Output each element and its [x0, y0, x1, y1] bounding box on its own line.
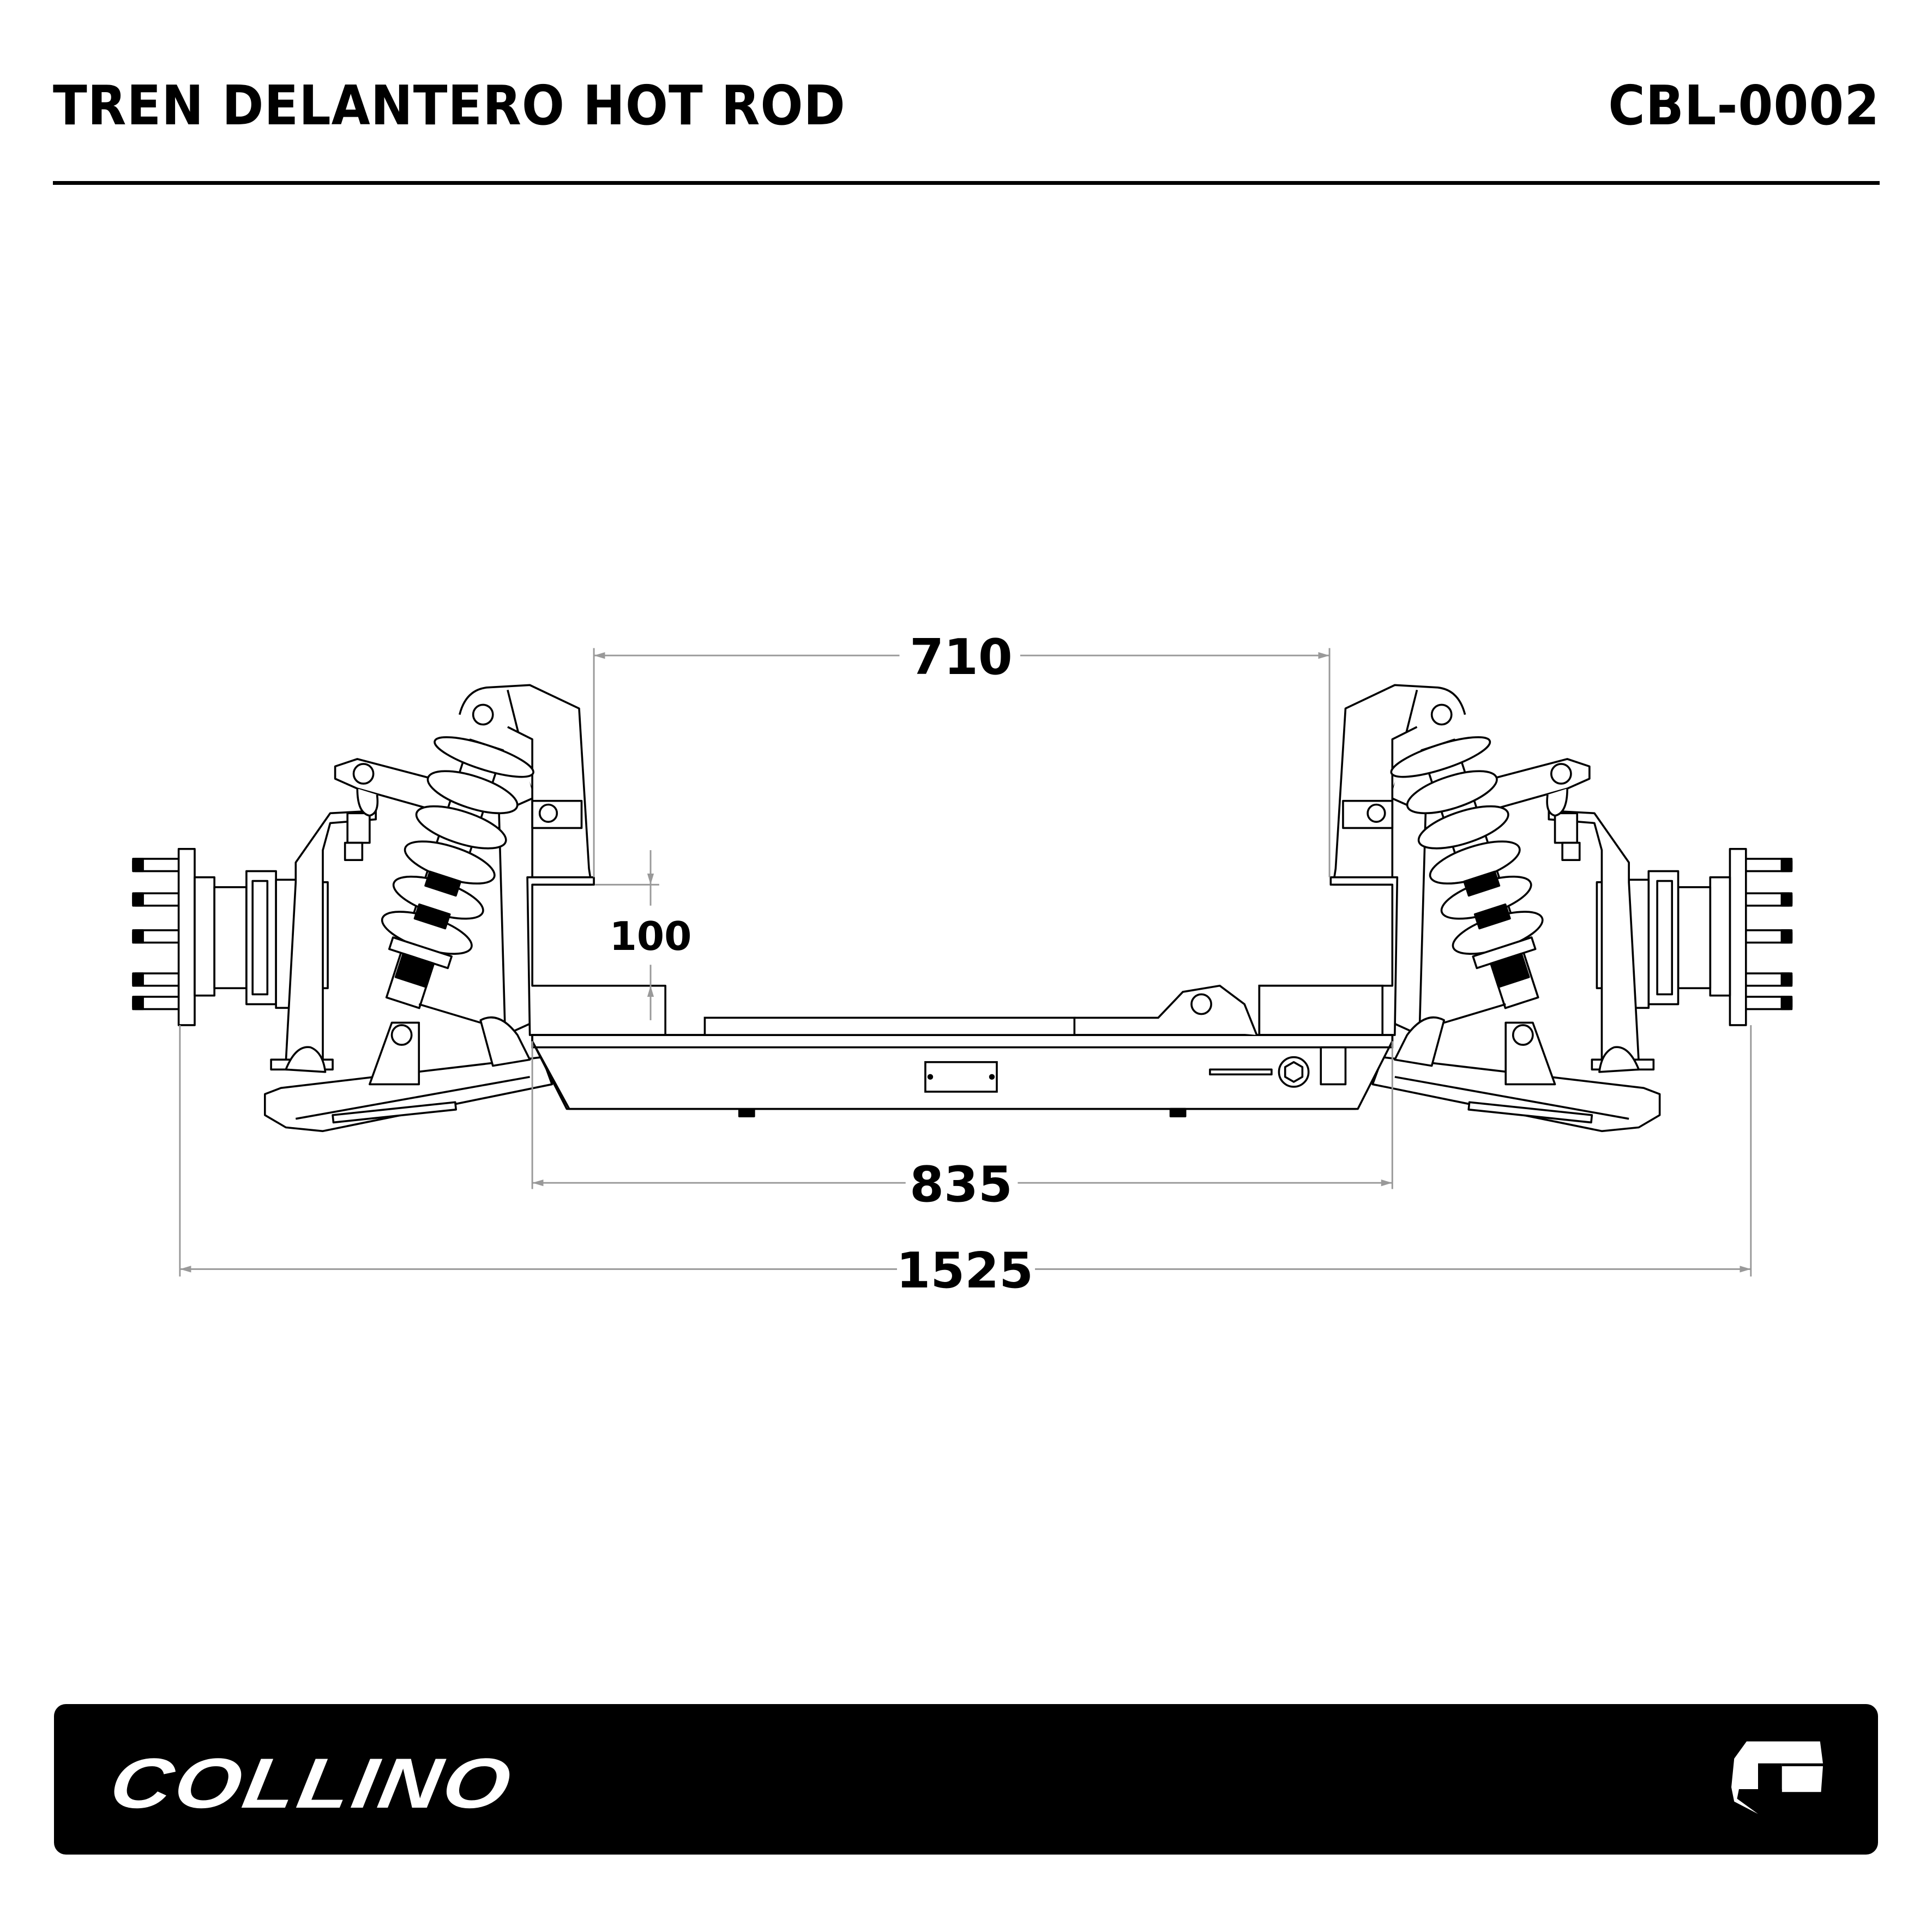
header-divider: [53, 181, 1880, 185]
dimension-710: 710: [910, 629, 1013, 686]
footer-banner: COLLINO: [54, 1704, 1878, 1855]
brand-c-mark-icon: [1731, 1741, 1823, 1814]
drawing-title: TREN DELANTERO HOT ROD: [53, 74, 846, 137]
center-plate: [924, 1061, 998, 1093]
dimension-lines: [179, 648, 1752, 1277]
dimension-100: 100: [610, 914, 692, 960]
brand-logo: COLLINO: [104, 1743, 519, 1823]
center-crossmember-details: [531, 984, 1394, 1093]
right-suspension: [531, 684, 1793, 1133]
dimension-835: 835: [910, 1156, 1013, 1213]
dimension-1525: 1525: [896, 1242, 1033, 1299]
part-code: CBL-0002: [1608, 74, 1880, 137]
